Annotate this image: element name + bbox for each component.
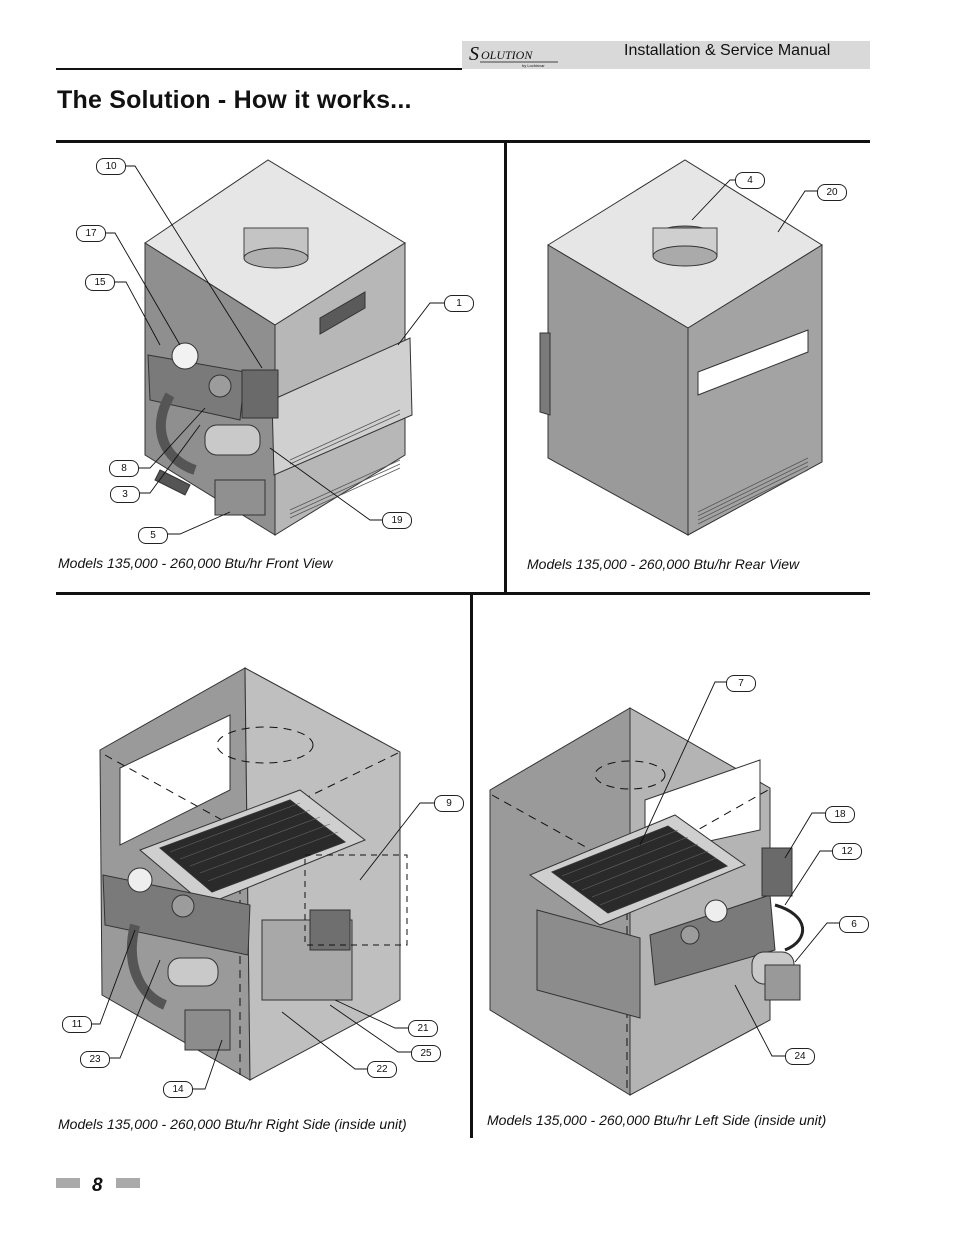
callout-15: 15 bbox=[85, 274, 115, 291]
callout-19: 19 bbox=[382, 512, 412, 529]
top-horizontal-rule bbox=[56, 140, 870, 143]
callout-14: 14 bbox=[163, 1081, 193, 1098]
left-side-unit bbox=[489, 707, 804, 1096]
leader-lines bbox=[89, 165, 840, 1090]
svg-text:OLUTION: OLUTION bbox=[481, 48, 533, 62]
svg-text:by Lochinvar: by Lochinvar bbox=[522, 63, 545, 68]
rear-view-caption: Models 135,000 - 260,000 Btu/hr Rear Vie… bbox=[527, 556, 800, 572]
callout-22: 22 bbox=[367, 1061, 397, 1078]
front-view-caption: Models 135,000 - 260,000 Btu/hr Front Vi… bbox=[58, 555, 333, 571]
right-side-caption: Models 135,000 - 260,000 Btu/hr Right Si… bbox=[58, 1116, 407, 1132]
callout-7: 7 bbox=[726, 675, 756, 692]
callout-3: 3 bbox=[110, 486, 140, 503]
page-tab-right bbox=[116, 1178, 140, 1188]
callout-5: 5 bbox=[138, 527, 168, 544]
callout-9: 9 bbox=[434, 795, 464, 812]
callout-23: 23 bbox=[80, 1051, 110, 1068]
page-tab-left bbox=[56, 1178, 80, 1188]
manual-title: Installation & Service Manual bbox=[624, 42, 831, 59]
front-view-unit bbox=[144, 159, 413, 536]
callout-6: 6 bbox=[839, 916, 869, 933]
rear-view-unit bbox=[539, 159, 823, 536]
callout-8: 8 bbox=[109, 460, 139, 477]
callout-11: 11 bbox=[62, 1016, 92, 1033]
middle-horizontal-rule bbox=[56, 592, 870, 595]
solution-logo: S OLUTION by Lochinvar bbox=[466, 43, 562, 68]
lower-vertical-divider bbox=[470, 592, 473, 1138]
right-side-unit bbox=[99, 667, 408, 1081]
callout-4: 4 bbox=[735, 172, 765, 189]
callout-10: 10 bbox=[96, 158, 126, 175]
callout-18: 18 bbox=[825, 806, 855, 823]
page-title: The Solution - How it works... bbox=[57, 86, 412, 114]
callout-20: 20 bbox=[817, 184, 847, 201]
left-side-caption: Models 135,000 - 260,000 Btu/hr Left Sid… bbox=[487, 1112, 827, 1128]
header-rule bbox=[56, 68, 462, 70]
callout-24: 24 bbox=[785, 1048, 815, 1065]
callout-17: 17 bbox=[76, 225, 106, 242]
callout-21: 21 bbox=[408, 1020, 438, 1037]
page-number: 8 bbox=[92, 1175, 103, 1196]
svg-text:S: S bbox=[469, 43, 479, 65]
upper-vertical-divider bbox=[504, 140, 507, 594]
callout-25: 25 bbox=[411, 1045, 441, 1062]
callout-1: 1 bbox=[444, 295, 474, 312]
callout-12: 12 bbox=[832, 843, 862, 860]
